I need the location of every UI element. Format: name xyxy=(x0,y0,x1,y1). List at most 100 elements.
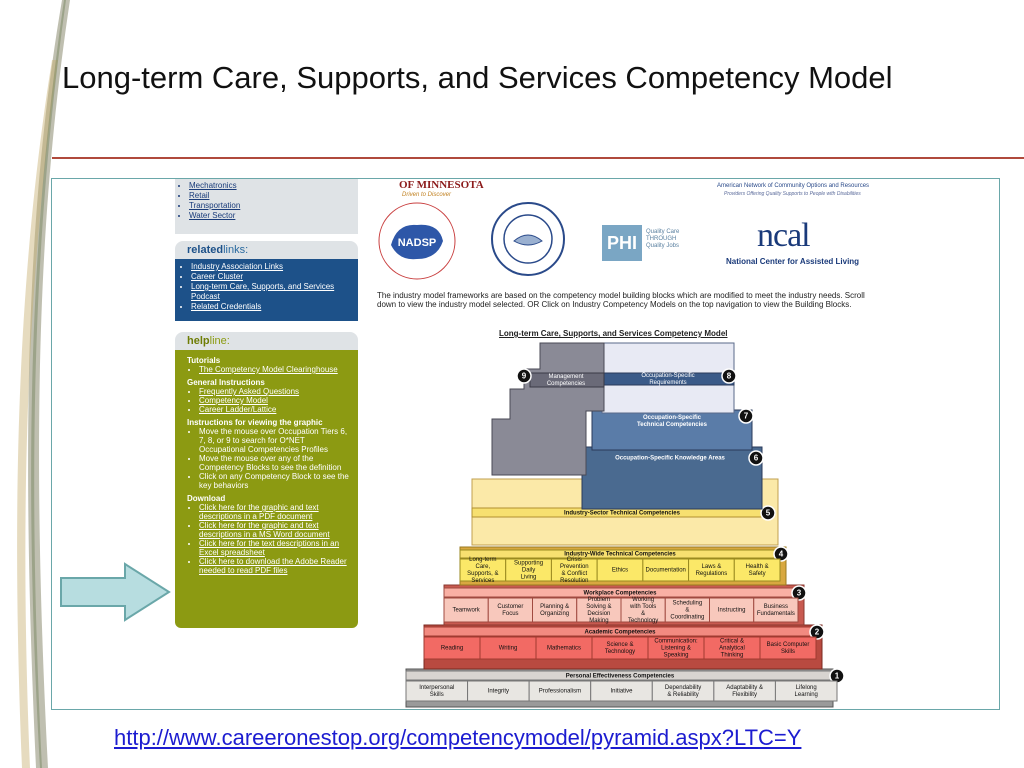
tier-2-block-label[interactable]: Listening & xyxy=(661,646,691,652)
help-link[interactable]: Frequently Asked Questions xyxy=(199,387,350,396)
tier-2-block-label[interactable]: Reading xyxy=(441,646,463,652)
tier-4-block-label[interactable]: Ethics xyxy=(612,568,628,574)
tier-2-block[interactable] xyxy=(759,636,817,660)
tier-4-block-label[interactable]: Documentation xyxy=(646,568,686,574)
tier-4-block-label[interactable]: Supporting xyxy=(514,561,543,567)
tier-3-block-label[interactable]: Organizing xyxy=(540,611,569,617)
tier-3-block[interactable] xyxy=(709,597,755,623)
tier-number: 1 xyxy=(835,672,840,681)
tier-1-block-label[interactable]: Skills xyxy=(430,692,444,698)
download-link[interactable]: Click here for the graphic and text desc… xyxy=(199,503,350,521)
tier-3-block[interactable] xyxy=(664,597,710,623)
tier-1-block-label[interactable]: Dependability xyxy=(665,685,701,691)
tier-5-label: Industry-Sector Technical Competencies xyxy=(564,511,681,517)
tier-1-block-label[interactable]: Interpersonal xyxy=(419,685,454,691)
tier-3-block[interactable] xyxy=(753,597,799,623)
related-link-item[interactable]: Career Cluster xyxy=(191,272,352,282)
tier-3-block-label[interactable]: Making xyxy=(589,618,608,624)
tier-number-badge xyxy=(791,585,807,601)
tier-3-block[interactable] xyxy=(620,597,666,623)
download-link[interactable]: Click here for the text descriptions in … xyxy=(199,539,350,557)
tier-2-block-label[interactable]: Basic Computer xyxy=(767,642,810,648)
list-item[interactable]: Mechatronics xyxy=(189,181,358,191)
tier-4-block-label[interactable]: Services xyxy=(471,578,494,584)
tier-1-block-label[interactable]: Initiative xyxy=(610,689,633,695)
tier-3-block[interactable] xyxy=(443,597,489,623)
tier-number: 8 xyxy=(727,372,732,381)
tier-3-block-label[interactable]: Focus xyxy=(502,611,518,617)
tier-4-block-label[interactable]: Living xyxy=(521,575,537,581)
tier-2-block-label[interactable]: Skills xyxy=(781,649,795,655)
tier-1-block-label[interactable]: Flexibility xyxy=(732,692,757,698)
tier-4-block-label[interactable]: Health & xyxy=(746,564,769,570)
tier-4-block-label[interactable]: Care, xyxy=(476,564,491,570)
tier-1-block-label[interactable]: Learning xyxy=(795,692,818,698)
tier-3-block-label[interactable]: & xyxy=(685,608,689,614)
help-link[interactable]: The Competency Model Clearinghouse xyxy=(199,365,350,374)
tier-3-block-label[interactable]: Technology xyxy=(628,618,658,624)
help-link[interactable]: Competency Model xyxy=(199,396,350,405)
tier-number: 6 xyxy=(754,454,759,463)
tier-4-block-label[interactable]: Resolution xyxy=(560,578,588,584)
tier-4-block-label[interactable]: Long-term xyxy=(469,557,496,563)
tier-2-block-label[interactable]: Thinking xyxy=(721,653,744,659)
tier-number: 4 xyxy=(779,550,784,559)
tier-3-block-label[interactable]: Planning & xyxy=(540,604,569,610)
related-link-item[interactable]: Related Credentials xyxy=(191,302,352,312)
tier-3-block-label[interactable]: Teamwork xyxy=(452,608,480,614)
related-link-item[interactable]: Industry Association Links xyxy=(191,262,352,272)
download-link[interactable]: Click here for the graphic and text desc… xyxy=(199,521,350,539)
tier-2-block-label[interactable]: Writing xyxy=(499,646,518,652)
download-link[interactable]: Click here to download the Adobe Reader … xyxy=(199,557,350,575)
tier-3-block-label[interactable]: Coordinating xyxy=(670,615,704,621)
tier-1-block-label[interactable]: Adaptability & xyxy=(726,685,763,691)
tier-3-block-label[interactable]: Instructing xyxy=(718,608,746,614)
tier-2-block-label[interactable]: Communication: xyxy=(654,639,698,645)
pyramid-title[interactable]: Long-term Care, Supports, and Services C… xyxy=(499,329,728,338)
tier-2-block-label[interactable]: Critical & xyxy=(720,639,744,645)
tier-4-block-label[interactable]: & Conflict xyxy=(561,571,587,577)
tier-4-block-label[interactable]: Supports, & xyxy=(467,571,498,577)
source-link[interactable]: http://www.careeronestop.org/competencym… xyxy=(114,725,802,750)
tier-3-block-label[interactable]: Decision xyxy=(587,611,610,617)
related-link-item[interactable]: Long-term Care, Supports, and Services P… xyxy=(191,282,352,302)
tier-3-block-label[interactable]: Customer xyxy=(497,604,523,610)
tier-3-block-label[interactable]: Business xyxy=(764,604,788,610)
tier-4-block-label[interactable]: Safety xyxy=(749,571,766,577)
general-heading: General Instructions xyxy=(187,378,265,387)
tier-2-block-label[interactable]: Analytical xyxy=(719,646,745,652)
tier-1-block[interactable] xyxy=(774,680,838,702)
tier-3-block-label[interactable]: Working xyxy=(632,597,654,603)
tier-3-block-label[interactable]: Scheduling xyxy=(673,601,703,607)
tier-1-block-label[interactable]: & Reliability xyxy=(667,692,698,698)
tier-4-block-label[interactable]: Daily xyxy=(522,568,535,574)
list-item[interactable]: Retail xyxy=(189,191,358,201)
tier-2-block-label[interactable]: Technology xyxy=(605,649,635,655)
tier-2-block-label[interactable]: Speaking xyxy=(663,653,688,659)
tier-1-block-label[interactable]: Professionalism xyxy=(539,689,581,695)
help-link[interactable]: Career Ladder/Lattice xyxy=(199,405,350,414)
tier-1-block-label[interactable]: Lifelong xyxy=(796,685,817,691)
slide-decoration xyxy=(17,0,71,768)
tier-4-block[interactable] xyxy=(733,558,781,582)
list-item[interactable]: Water Sector xyxy=(189,211,358,221)
tier-4-block-label[interactable]: Laws & xyxy=(702,564,722,570)
tier-3-block-label[interactable]: Problem xyxy=(588,597,610,603)
slide-title: Long-term Care, Supports, and Services C… xyxy=(62,60,893,95)
download-heading: Download xyxy=(187,494,226,503)
tier-4-block-label[interactable]: Crisis xyxy=(567,557,582,563)
tier-1-block-label[interactable]: Integrity xyxy=(488,689,509,695)
tier-4-block-label[interactable]: Regulations xyxy=(696,571,728,577)
tier-3-block[interactable] xyxy=(532,597,578,623)
tier-4-block-label[interactable]: Prevention xyxy=(560,564,589,570)
ancor-logo: American Network of Community Options an… xyxy=(717,183,870,189)
tier-3-block-label[interactable]: & xyxy=(641,611,645,617)
tier-2-block-label[interactable]: Mathematics xyxy=(547,646,581,652)
list-item[interactable]: Transportation xyxy=(189,201,358,211)
tier-3-block-label[interactable]: Solving & xyxy=(586,604,611,610)
tier-2-block-label[interactable]: Science & xyxy=(606,642,633,648)
tier-3-block-label[interactable]: Fundamentals xyxy=(757,611,795,617)
tier-3-block-label[interactable]: with Tools xyxy=(629,604,656,610)
tier-6-label: Occupation-Specific Knowledge Areas xyxy=(615,456,725,462)
